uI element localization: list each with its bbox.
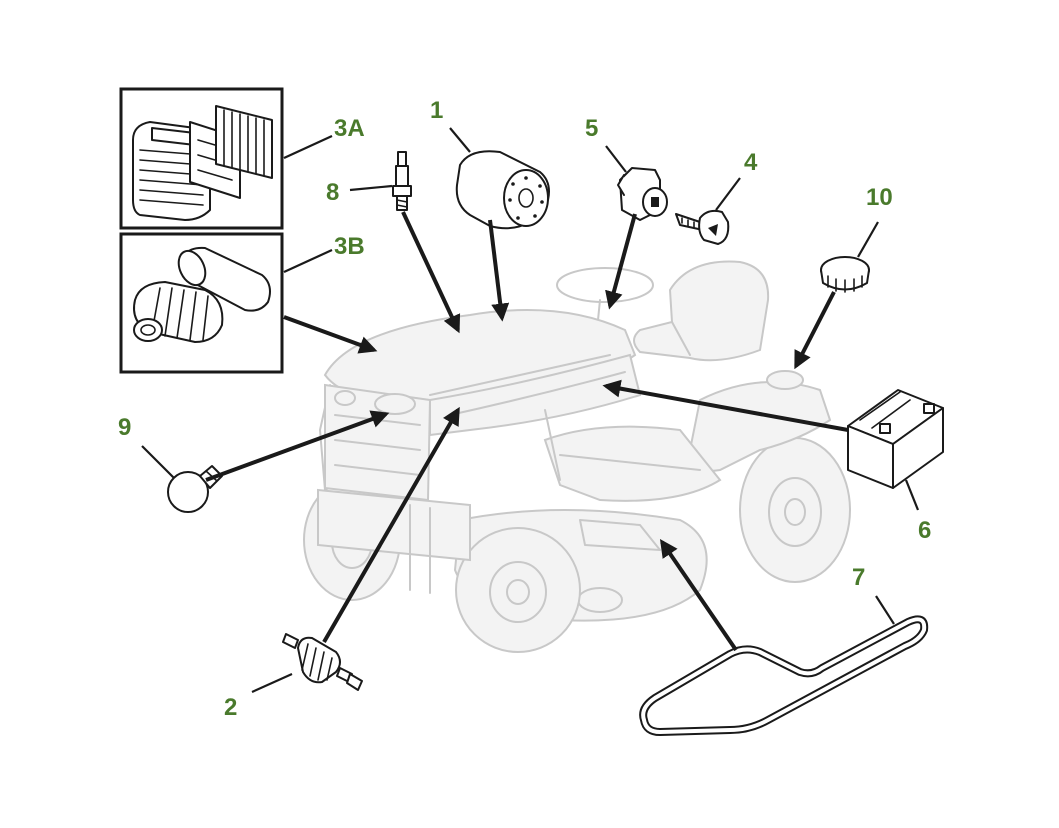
callout-label-10: 10 <box>866 184 893 211</box>
front-wheel-right <box>455 527 581 653</box>
lawn-tractor-illustration <box>303 260 851 653</box>
callout-label-7: 7 <box>852 564 865 591</box>
oil-filter <box>455 150 550 230</box>
arrow-9 <box>205 410 390 482</box>
callout-label-5: 5 <box>585 115 598 142</box>
ignition-switch <box>617 167 668 221</box>
leader-lines <box>141 127 920 694</box>
fuel-filter <box>282 633 363 691</box>
air-filter-oval-callout <box>119 232 284 374</box>
callout-label-6: 6 <box>918 517 931 544</box>
steering-wheel <box>556 267 654 303</box>
arrow-10 <box>794 291 836 370</box>
callout-label-3b: 3B <box>334 233 365 260</box>
callout-label-8: 8 <box>326 179 339 206</box>
arrow-1 <box>488 219 510 322</box>
headlight <box>374 393 416 415</box>
arrow-8 <box>401 211 461 334</box>
arrow-7 <box>659 539 738 652</box>
fuel-tank <box>766 370 804 390</box>
location-arrows <box>205 211 849 652</box>
spark-plug <box>392 151 412 211</box>
fuel-cap <box>820 256 870 293</box>
battery <box>847 389 944 489</box>
arrow-3b <box>283 315 378 354</box>
arrow-2 <box>322 406 460 644</box>
rear-wheel <box>739 437 851 583</box>
air-filter-panel-callout <box>119 87 284 230</box>
drive-belt <box>639 615 929 736</box>
callout-label-3a: 3A <box>334 115 365 142</box>
callout-labels: 3A 3B 1 8 5 4 10 9 6 7 2 <box>118 97 931 721</box>
arrow-5 <box>605 213 637 310</box>
callout-label-4: 4 <box>744 149 758 176</box>
callout-label-1: 1 <box>430 97 443 124</box>
arrow-6 <box>602 379 849 432</box>
callout-label-2: 2 <box>224 694 237 721</box>
seat <box>633 260 770 362</box>
headlight-bulb <box>167 465 223 513</box>
ignition-key <box>675 209 730 245</box>
callout-label-9: 9 <box>118 414 131 441</box>
